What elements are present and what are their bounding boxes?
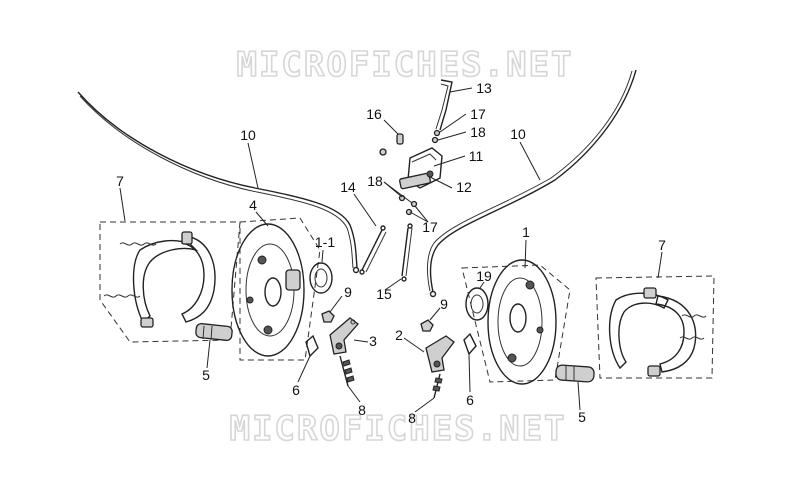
callout-10-right: 10 bbox=[510, 126, 526, 142]
callout-14: 14 bbox=[340, 179, 356, 195]
left-oil-seal bbox=[309, 262, 333, 294]
callout-labels: 10 10 7 7 4 1-1 1 19 13 16 17 18 11 12 1… bbox=[116, 80, 666, 426]
callout-12: 12 bbox=[456, 179, 472, 195]
callout-16: 16 bbox=[366, 106, 382, 122]
right-brake-plate bbox=[461, 259, 571, 385]
bolt-16 bbox=[379, 133, 404, 156]
callout-13: 13 bbox=[476, 80, 492, 96]
callout-8-left: 8 bbox=[358, 402, 366, 418]
left-brake-plate bbox=[231, 217, 321, 361]
callout-17-lower: 17 bbox=[422, 219, 438, 235]
callout-18-lower: 18 bbox=[367, 173, 383, 189]
callout-10-left: 10 bbox=[240, 127, 256, 143]
nuts-17-18-lower bbox=[398, 194, 418, 216]
watermark-top: MICROFICHES.NET bbox=[236, 45, 573, 85]
main-cable-13 bbox=[435, 79, 453, 131]
callout-9-left: 9 bbox=[344, 284, 352, 300]
right-nut bbox=[420, 319, 434, 332]
callout-15: 15 bbox=[376, 286, 392, 302]
callout-11: 11 bbox=[469, 148, 484, 164]
callout-5-right: 5 bbox=[578, 409, 586, 425]
equalizer-cable-14 bbox=[359, 225, 387, 275]
right-adjuster-bolt bbox=[432, 373, 443, 399]
right-cam-pin bbox=[555, 364, 595, 383]
right-brake-cable bbox=[427, 69, 637, 298]
callout-7-left: 7 bbox=[116, 173, 124, 189]
right-spring-plate bbox=[463, 332, 477, 356]
left-cam-pin bbox=[195, 323, 233, 341]
callout-4: 4 bbox=[249, 197, 257, 213]
equalizer-bracket bbox=[399, 147, 443, 190]
callout-8-right: 8 bbox=[408, 410, 416, 426]
callout-18-upper: 18 bbox=[470, 124, 486, 140]
callout-5-left: 5 bbox=[202, 367, 210, 383]
callout-17-upper: 17 bbox=[470, 106, 486, 122]
nuts-17-18-upper bbox=[431, 129, 441, 144]
callout-6-right: 6 bbox=[466, 392, 474, 408]
right-brake-shoes bbox=[595, 275, 715, 379]
callout-3: 3 bbox=[369, 333, 377, 349]
callout-6-left: 6 bbox=[292, 382, 300, 398]
callout-19: 19 bbox=[476, 268, 492, 284]
callout-7-right: 7 bbox=[658, 237, 666, 253]
right-oil-seal bbox=[465, 287, 489, 321]
left-brake-shoes bbox=[99, 221, 241, 343]
left-adjuster-bolt bbox=[339, 355, 355, 387]
left-spring-plate bbox=[305, 334, 319, 358]
callout-2: 2 bbox=[395, 327, 403, 343]
left-cam-lever bbox=[329, 317, 359, 355]
left-brake-cable bbox=[77, 91, 360, 274]
left-nut bbox=[321, 310, 335, 323]
right-cam-lever bbox=[425, 335, 455, 373]
callout-1-1: 1-1 bbox=[315, 234, 335, 250]
equalizer-cable-15 bbox=[401, 223, 413, 282]
callout-9-right: 9 bbox=[440, 296, 448, 312]
callout-1: 1 bbox=[522, 224, 530, 240]
leader-lines bbox=[119, 87, 663, 413]
watermark-bottom: MICROFICHES.NET bbox=[229, 409, 566, 449]
